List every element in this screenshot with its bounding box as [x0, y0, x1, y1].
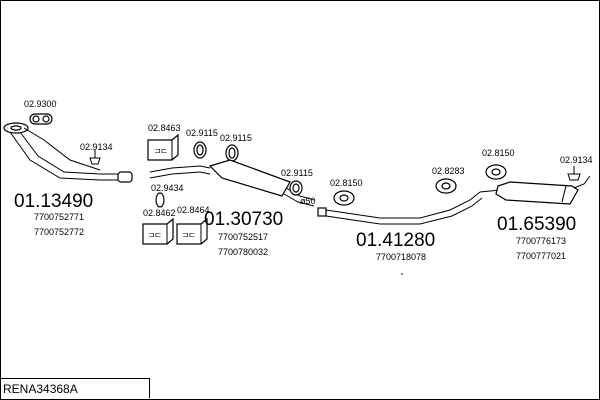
assembly-number-middle-silencer: 01.30730: [204, 209, 283, 230]
part-label-9115-c: 02.9115: [281, 168, 313, 178]
hanger-8150-b-drawing[interactable]: [485, 164, 507, 180]
rear-silencer-drawing[interactable]: [479, 175, 591, 205]
clamp-9434-drawing[interactable]: [155, 192, 165, 208]
ring-9115-a-drawing[interactable]: [193, 141, 207, 159]
assembly-number-front-pipe: 01.13490: [14, 191, 93, 212]
part-label-9115-a: 02.9115: [186, 128, 218, 138]
ring-9115-c-drawing[interactable]: [289, 180, 303, 196]
part-label-8150-b: 02.8150: [482, 148, 515, 158]
svg-text:⊐⊏: ⊐⊏: [154, 146, 167, 155]
oem-rear-silencer-2: 7700777021: [516, 251, 566, 261]
ring-9115-b-drawing[interactable]: [225, 144, 239, 162]
part-label-8462: 02.8462: [143, 208, 176, 218]
part-label-9115-b: 02.9115: [220, 133, 252, 143]
part-label-8150-a: 02.8150: [330, 178, 363, 188]
reference-code: RENA34368A: [3, 382, 78, 396]
hanger-8283-drawing[interactable]: [435, 178, 457, 194]
oem-front-pipe-2: 7700752772: [34, 227, 84, 237]
oem-middle-pipe-1: 7700718078: [376, 252, 426, 262]
assembly-number-rear-silencer: 01.65390: [497, 214, 576, 235]
dot-mark: [401, 273, 403, 275]
front-pipe-drawing[interactable]: [3, 122, 133, 183]
hanger-8150-a-drawing[interactable]: [333, 190, 355, 206]
gasket-box-8462-drawing[interactable]: ⊐⊏: [142, 217, 174, 245]
gasket-box-8464-drawing[interactable]: ⊐⊏: [176, 217, 208, 245]
hanger-9300-drawing[interactable]: [29, 113, 53, 125]
part-label-9434: 02.9434: [151, 183, 184, 193]
svg-text:⊐⊏: ⊐⊏: [148, 230, 161, 239]
part-label-9134-right: 02.9134: [560, 155, 593, 165]
part-label-8463: 02.8463: [148, 123, 181, 133]
part-label-8464: 02.8464: [177, 205, 210, 215]
clamp-9134-left-drawing[interactable]: [89, 150, 101, 165]
part-label-8283: 02.8283: [432, 166, 465, 176]
oem-middle-silencer-2: 7700780032: [218, 247, 268, 257]
part-label-9300: 02.9300: [24, 99, 57, 109]
svg-text:⊐⊏: ⊐⊏: [182, 230, 195, 239]
oem-rear-silencer-1: 7700776173: [516, 236, 566, 246]
part-label-9134-left: 02.9134: [80, 142, 113, 152]
gasket-box-8463-drawing[interactable]: ⊐⊏: [147, 133, 179, 161]
dimension-label: ø50: [300, 196, 316, 206]
oem-front-pipe-1: 7700752771: [34, 212, 84, 222]
reference-box: RENA34368A: [0, 378, 150, 398]
middle-pipe-drawing[interactable]: [317, 191, 483, 225]
assembly-number-middle-pipe: 01.41280: [356, 230, 435, 251]
middle-silencer-drawing[interactable]: [149, 159, 315, 207]
clamp-9134-right-drawing[interactable]: [567, 166, 581, 181]
oem-middle-silencer-1: 7700752517: [218, 232, 268, 242]
